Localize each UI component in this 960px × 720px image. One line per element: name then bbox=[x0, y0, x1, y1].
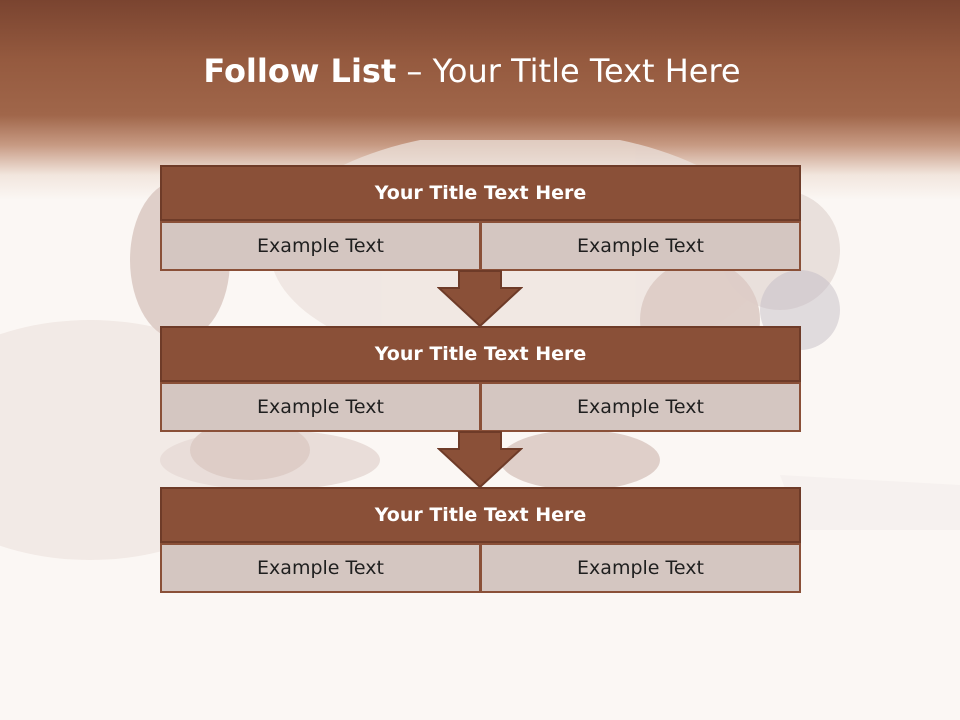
list-block-1: Your Title Text Here Example Text Exampl… bbox=[160, 165, 801, 271]
block-cell: Example Text bbox=[160, 221, 481, 271]
slide-title-rest: – Your Title Text Here bbox=[396, 52, 741, 90]
block-title: Your Title Text Here bbox=[160, 487, 801, 543]
list-block-2: Your Title Text Here Example Text Exampl… bbox=[160, 326, 801, 432]
block-title: Your Title Text Here bbox=[160, 326, 801, 382]
block-cell: Example Text bbox=[481, 543, 801, 593]
block-title: Your Title Text Here bbox=[160, 165, 801, 221]
block-row: Example Text Example Text bbox=[160, 382, 801, 432]
block-row: Example Text Example Text bbox=[160, 543, 801, 593]
slide-title-bold: Follow List bbox=[203, 52, 397, 90]
down-arrow-icon bbox=[437, 431, 523, 489]
block-row: Example Text Example Text bbox=[160, 221, 801, 271]
block-cell: Example Text bbox=[481, 221, 801, 271]
block-cell: Example Text bbox=[160, 382, 481, 432]
slide-title: Follow List – Your Title Text Here bbox=[0, 52, 944, 90]
block-cell: Example Text bbox=[160, 543, 481, 593]
down-arrow-icon bbox=[437, 270, 523, 328]
list-block-3: Your Title Text Here Example Text Exampl… bbox=[160, 487, 801, 593]
block-cell: Example Text bbox=[481, 382, 801, 432]
